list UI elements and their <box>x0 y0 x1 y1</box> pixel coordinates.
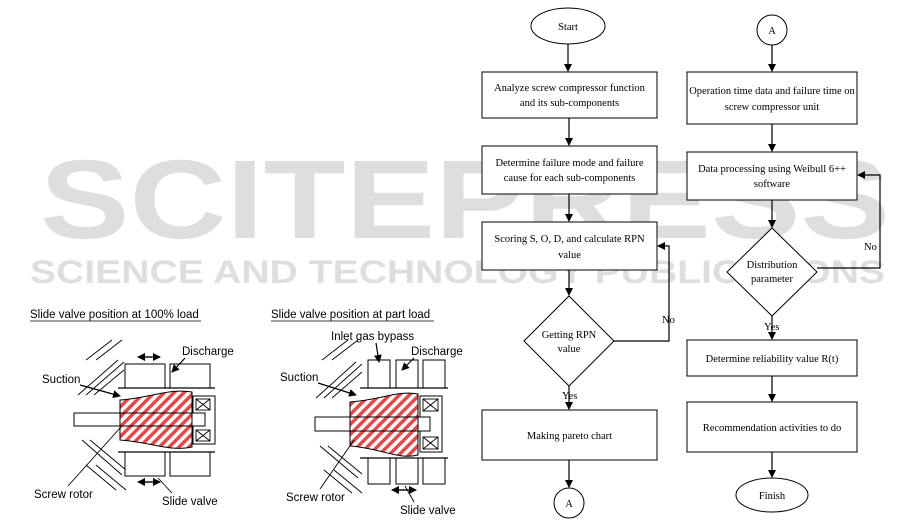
label-screw-rotor: Screw rotor <box>34 489 93 501</box>
screw-rotor-body <box>349 392 419 457</box>
label-no: No <box>864 242 877 253</box>
bearing-icon <box>422 398 439 450</box>
decision-rpn-line2: value <box>558 344 581 355</box>
upper-discharge-block <box>422 359 446 389</box>
loop-no-arrow <box>817 171 881 269</box>
step-reliability-label: Determine reliability value R(t) <box>706 354 839 365</box>
step-scoring-line1: Scoring S, O, D, and calculate RPN <box>494 234 645 245</box>
label-slide-valve: Slide valve <box>162 496 218 508</box>
label-suction: Suction <box>42 374 80 386</box>
connector-a-out-label: A <box>565 499 573 510</box>
step-recommendation-label: Recommendation activities to do <box>703 423 842 434</box>
screw-rotor-body <box>119 390 193 449</box>
bearing-icon <box>195 398 211 442</box>
connector-a-in-label: A <box>768 26 776 37</box>
step-reliability <box>686 339 858 377</box>
step-pareto-label: Making pareto chart <box>527 431 612 442</box>
step-recommendation <box>686 401 858 453</box>
lower-valve-block <box>395 457 419 485</box>
start-label: Start <box>558 22 578 33</box>
upper-valve-block <box>124 363 166 389</box>
lower-bypass-block <box>367 457 391 485</box>
loop-no-arrow <box>614 242 670 342</box>
step-analyze-line1: Analyze screw compressor function <box>494 83 645 94</box>
label-slide-valve: Slide valve <box>400 505 456 517</box>
lower-discharge-block <box>422 457 446 485</box>
diagram-full-load: Slide valve position at 100% load <box>30 309 234 508</box>
lower-valve-block <box>124 451 166 477</box>
finish-label: Finish <box>759 491 786 502</box>
diagram-title-full-load: Slide valve position at 100% load <box>30 309 199 321</box>
step-analyze <box>481 71 658 119</box>
step-operation-line2: screw compressor unit <box>725 102 820 113</box>
label-yes: Yes <box>764 322 779 333</box>
step-data-processing <box>686 151 858 201</box>
upper-bypass-block <box>367 359 391 389</box>
decision-rpn <box>523 295 615 387</box>
label-suction: Suction <box>280 372 318 384</box>
finish-terminal <box>735 477 809 513</box>
label-discharge: Discharge <box>182 346 234 358</box>
diagram-part-load: Slide valve position at part load <box>271 309 463 517</box>
step-processing-line2: software <box>754 179 790 190</box>
step-failure-line2: cause for each sub-components <box>504 173 636 184</box>
step-processing-line1: Data processing using Weibull 6++ <box>698 164 846 175</box>
connector-a-out <box>553 487 585 519</box>
step-scoring <box>481 221 658 271</box>
label-discharge: Discharge <box>411 346 463 358</box>
step-failure-line1: Determine failure mode and failure <box>495 158 643 169</box>
step-analyze-line2: and its sub-components <box>520 98 619 109</box>
label-yes: Yes <box>562 391 577 402</box>
label-no: No <box>662 315 675 326</box>
step-operation-line1: Operation time data and failure time on <box>689 86 855 97</box>
flowchart-column-1: Start Analyze screw compressor function … <box>481 7 675 519</box>
diagram-title-part-load: Slide valve position at part load <box>271 309 430 321</box>
decision-rpn-line1: Getting RPN <box>542 330 597 341</box>
flowchart-column-2: A Operation time data and failure time o… <box>686 14 881 513</box>
label-inlet-gas-bypass: Inlet gas bypass <box>331 331 414 343</box>
suction-wall <box>315 339 363 494</box>
lower-discharge-block <box>169 451 211 477</box>
label-screw-rotor: Screw rotor <box>286 492 345 504</box>
decision-distribution-line1: Distribution <box>747 260 799 271</box>
step-operation-data <box>686 71 858 125</box>
suction-wall <box>77 339 127 491</box>
step-scoring-line2: value <box>558 250 581 261</box>
decision-distribution-line2: parameter <box>751 274 793 285</box>
step-failure-mode <box>481 145 658 195</box>
